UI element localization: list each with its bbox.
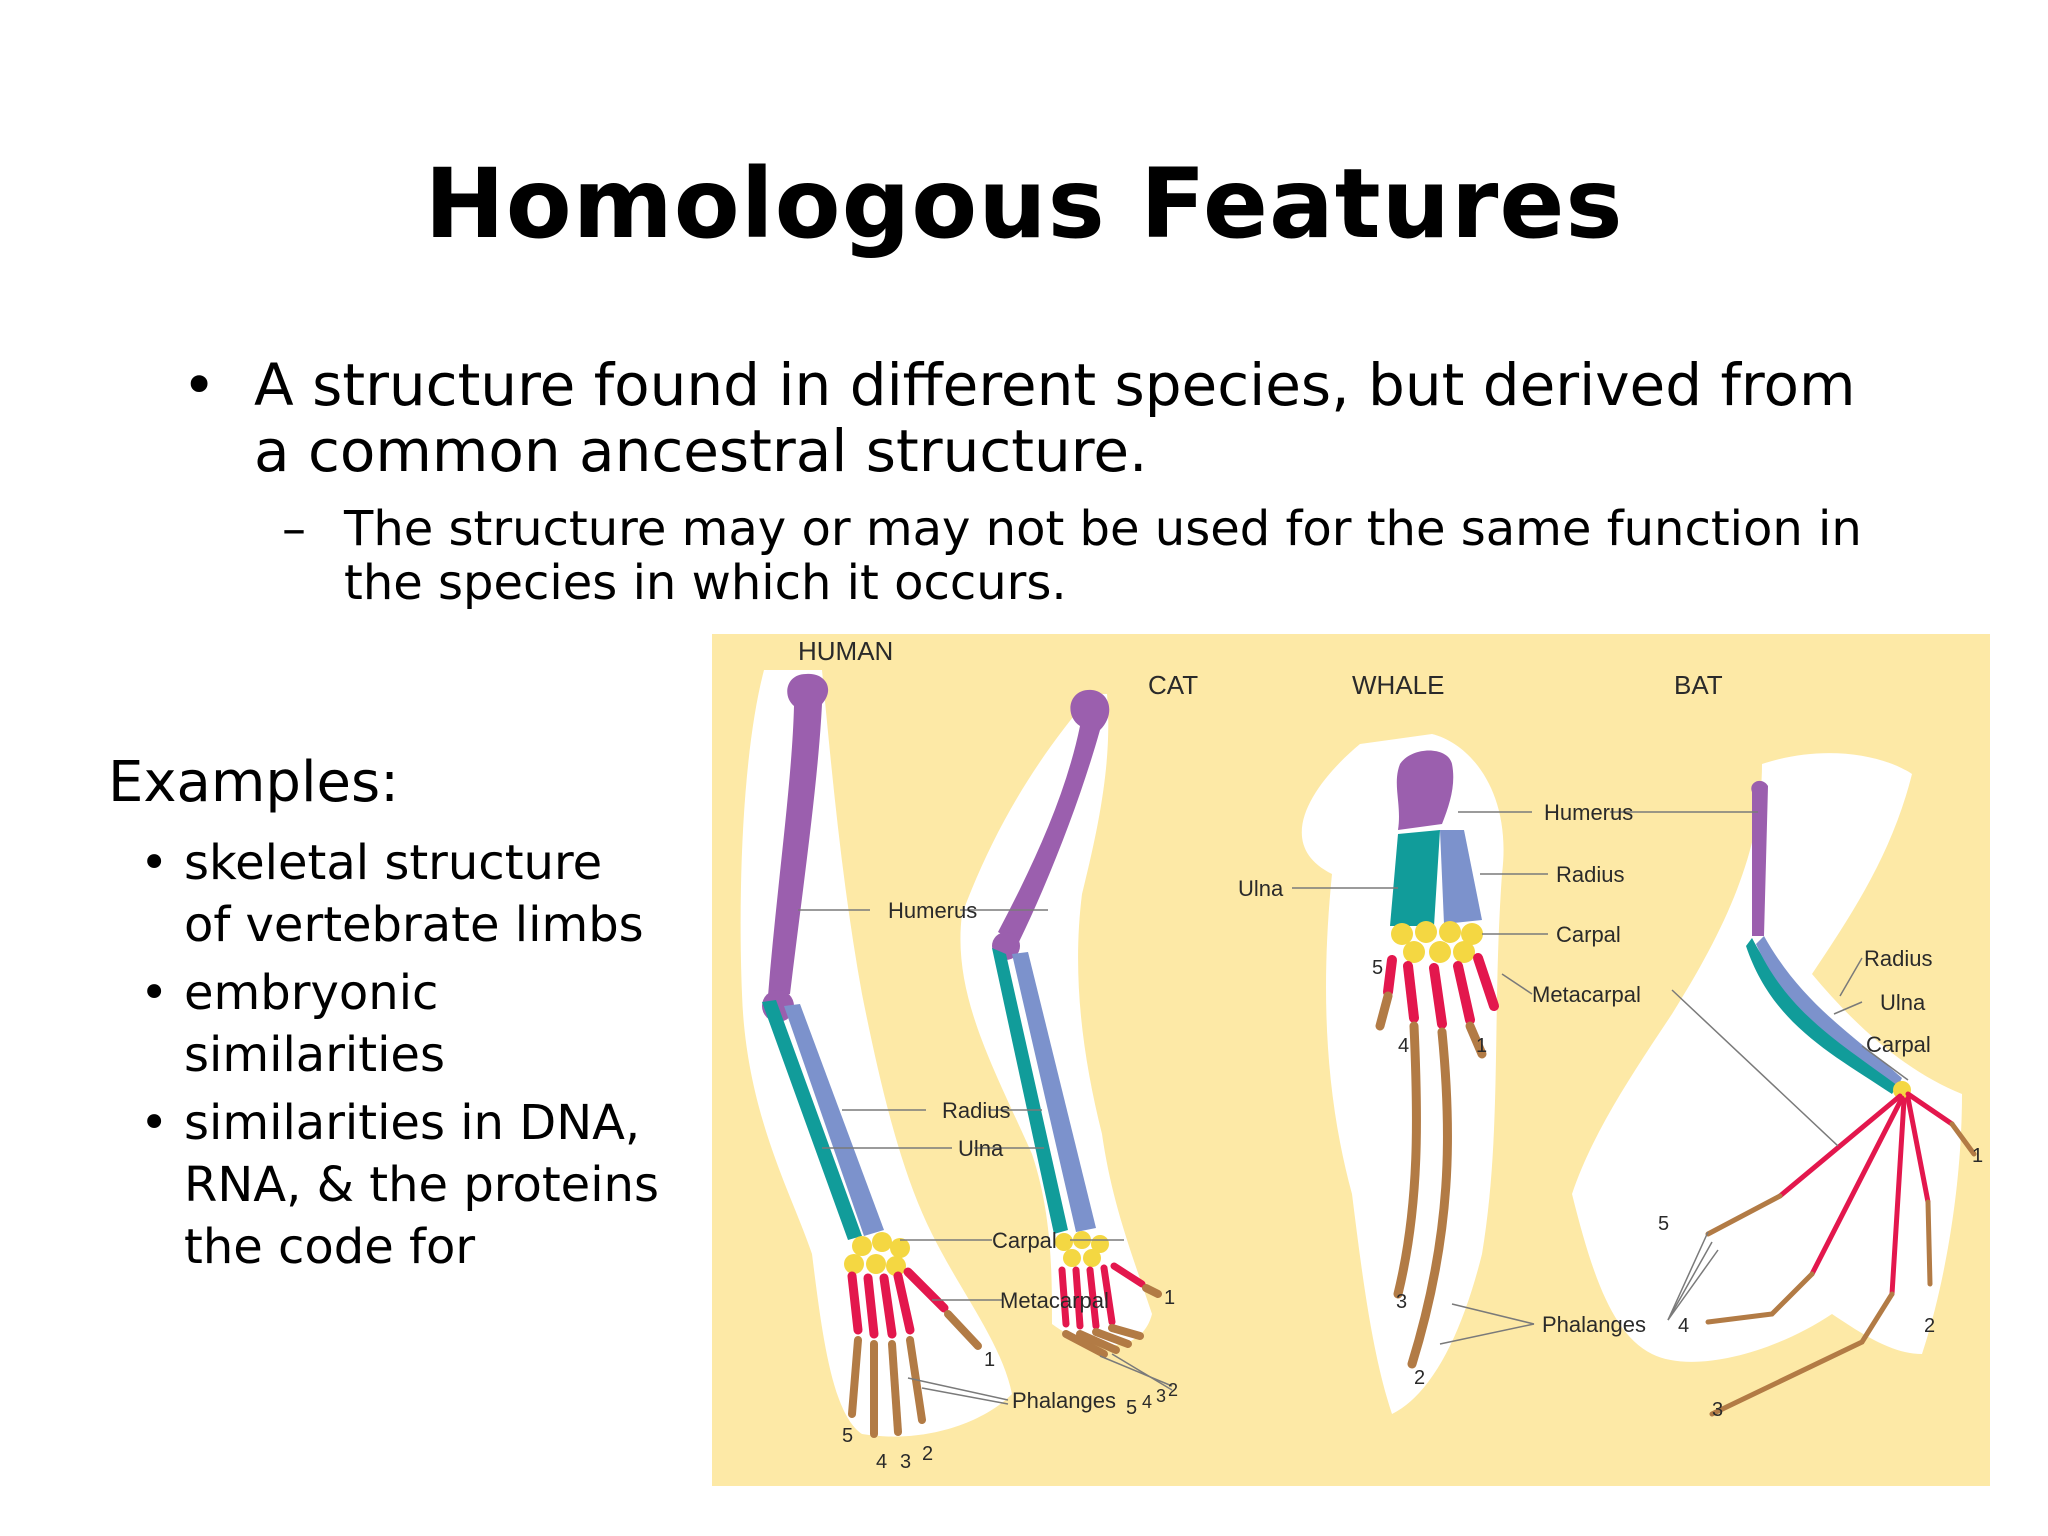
human-digit-5: 5	[842, 1425, 853, 1447]
bat-carpal-label: Carpal	[1866, 1032, 1931, 1057]
whale-phalanges-label: Phalanges	[1542, 1312, 1646, 1337]
whale-digit-4: 4	[1398, 1035, 1409, 1057]
cat-ulna	[992, 948, 1068, 1234]
bullet-dot: •	[140, 1095, 169, 1151]
whale-digit-5: 5	[1372, 957, 1383, 979]
bullet-dot: •	[140, 835, 169, 891]
human-carpals	[844, 1232, 910, 1276]
human-digit-3: 3	[900, 1451, 911, 1473]
human-digit-4: 4	[876, 1451, 887, 1473]
cat-limb	[960, 689, 1162, 1358]
bat-limb	[1572, 753, 1977, 1417]
examples-list: •skeletal structure of vertebrate limbs …	[140, 832, 660, 1284]
human-carpal-label: Carpal	[992, 1228, 1057, 1253]
leader-lines	[798, 811, 1909, 1405]
bat-digit-5: 5	[1658, 1213, 1669, 1235]
example-item-text: skeletal structure of vertebrate limbs	[184, 835, 644, 953]
whale-humerus	[1396, 750, 1454, 830]
cat-metacarpals	[1058, 1262, 1146, 1330]
species-label-cat: CAT	[1148, 670, 1198, 700]
whale-phalanges	[1375, 991, 1487, 1369]
species-label-human: HUMAN	[798, 636, 893, 666]
sub-bullet-function-text: The structure may or may not be used for…	[344, 501, 1862, 611]
human-digit-1: 1	[984, 1349, 995, 1371]
whale-limb	[1301, 734, 1504, 1414]
human-phalanges-label: Phalanges	[1012, 1388, 1116, 1413]
bat-digit-4: 4	[1678, 1315, 1689, 1337]
bat-digit-1: 1	[1972, 1145, 1983, 1167]
bat-phalanges	[1705, 1121, 1977, 1417]
whale-ulna	[1390, 830, 1440, 926]
whale-radius-label: Radius	[1556, 862, 1624, 887]
slide-title: Homologous Features	[424, 148, 1624, 260]
bat-digit-2: 2	[1924, 1315, 1935, 1337]
human-limb	[740, 670, 1012, 1438]
cat-silhouette	[960, 694, 1152, 1346]
human-humerus	[768, 673, 829, 996]
bullet-dot: •	[182, 351, 217, 419]
species-label-bat: BAT	[1674, 670, 1723, 700]
whale-metacarpals	[1383, 953, 1499, 1029]
species-label-whale: WHALE	[1352, 670, 1444, 700]
bat-ulna	[1746, 938, 1898, 1094]
whale-carpal-label: Carpal	[1556, 922, 1621, 947]
human-metacarpal-label: Metacarpal	[1000, 1288, 1109, 1313]
human-metacarpals	[847, 1267, 949, 1339]
example-item: • embryonic similarities	[140, 962, 660, 1086]
human-silhouette	[740, 670, 1012, 1437]
examples-heading: Examples:	[108, 750, 399, 815]
whale-digit-3: 3	[1396, 1291, 1407, 1313]
cat-digit-5: 5	[1126, 1397, 1137, 1419]
cat-digit-2: 2	[1168, 1380, 1178, 1400]
whale-metacarpal-label: Metacarpal	[1532, 982, 1641, 1007]
cat-digit-4: 4	[1142, 1392, 1152, 1412]
whale-carpals	[1391, 921, 1483, 963]
human-ulna	[762, 1000, 862, 1240]
bat-ulna-label: Ulna	[1880, 990, 1926, 1015]
human-digit-2: 2	[922, 1443, 933, 1465]
whale-ulna-label: Ulna	[1238, 876, 1284, 901]
human-radius	[784, 1004, 884, 1236]
bat-digit-3: 3	[1712, 1399, 1723, 1421]
whale-digit-2: 2	[1414, 1367, 1425, 1389]
sub-bullet-dash: –	[282, 501, 306, 557]
whale-radius	[1440, 830, 1482, 924]
bat-wing-membrane	[1572, 753, 1962, 1362]
example-item-text: embryonic similarities	[184, 965, 445, 1083]
whale-digit-1: 1	[1476, 1035, 1487, 1057]
bat-metacarpals	[1777, 1091, 1955, 1297]
whale-humerus-label: Humerus	[1544, 800, 1633, 825]
cat-digit-1: 1	[1164, 1287, 1175, 1309]
bullet-definition-text: A structure found in different species, …	[254, 351, 1856, 485]
bat-humerus	[1751, 780, 1768, 936]
bat-radius-label: Radius	[1864, 946, 1932, 971]
cat-radius	[1012, 952, 1096, 1232]
bullet-dot: •	[140, 965, 169, 1021]
cat-humerus	[998, 689, 1110, 944]
homologous-limbs-diagram: HUMAN CAT WHALE BAT Humerus Radius Ulna …	[712, 634, 1990, 1486]
example-item: • skeletal structure of vertebrate limbs	[140, 832, 660, 956]
example-item-text: similarities in DNA, RNA, & the proteins…	[184, 1095, 659, 1275]
cat-digit-3: 3	[1156, 1386, 1166, 1406]
cat-phalanges	[1062, 1284, 1162, 1358]
human-ulna-label: Ulna	[958, 1136, 1004, 1161]
example-item: • similarities in DNA, RNA, & the protein…	[140, 1092, 660, 1278]
human-radius-label: Radius	[942, 1098, 1010, 1123]
digit-numbers: 5 4 3 2 1 1 5 4 3 2 5 4 1 3 2 1 5 4 2 3	[842, 957, 1983, 1473]
human-humerus-label: Humerus	[888, 898, 977, 923]
